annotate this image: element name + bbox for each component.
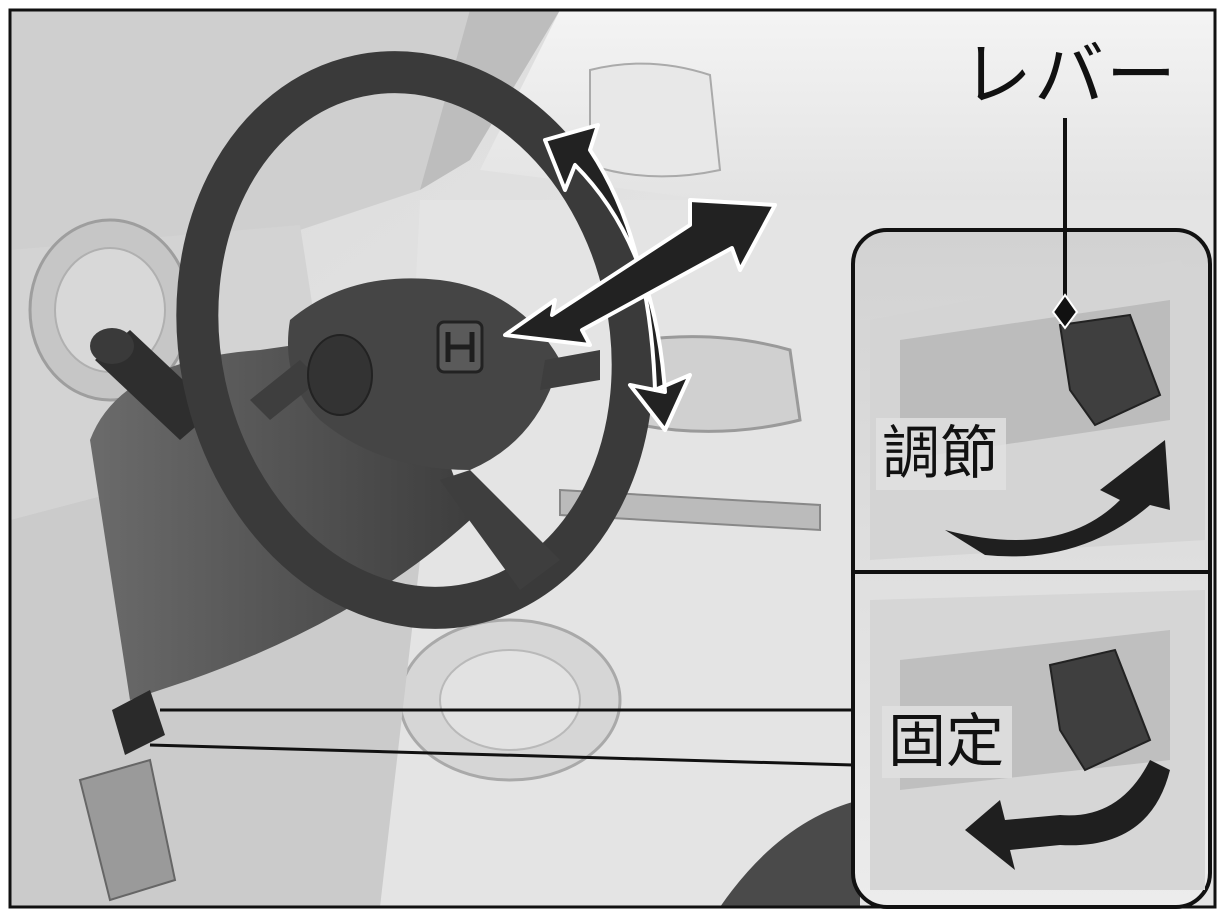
- seat-edge: [720, 800, 860, 907]
- steering-hub: [288, 278, 560, 470]
- lever-pointer: [1051, 118, 1079, 330]
- direction-arrows-icon: [503, 123, 777, 432]
- steering-spoke-left: [250, 360, 320, 420]
- pedal: [78, 758, 177, 902]
- figure-border: [8, 8, 1217, 909]
- tilt-lever: [112, 690, 165, 755]
- lever-callout: レバー: [962, 34, 1178, 116]
- emblem-mark: [445, 332, 475, 362]
- door-speaker-inner: [439, 649, 581, 751]
- release-arrow-icon: [945, 440, 1170, 557]
- adjust-callout: 調節: [876, 418, 1007, 490]
- steering-switch-pad: [307, 334, 373, 416]
- lock-callout: 固定: [882, 706, 1013, 778]
- door-handle: [638, 335, 802, 433]
- lever-knob-raised: [1058, 313, 1162, 427]
- steering-spoke-bottom: [440, 470, 560, 590]
- leader-lines: [149, 708, 854, 767]
- side-mirror: [589, 62, 722, 178]
- lever-knob-locked: [1048, 648, 1152, 772]
- window-switch-panel: [559, 488, 821, 532]
- lock-arrow-icon: [965, 760, 1170, 870]
- stalk-tip: [90, 328, 134, 364]
- steering-spoke-right: [540, 350, 600, 390]
